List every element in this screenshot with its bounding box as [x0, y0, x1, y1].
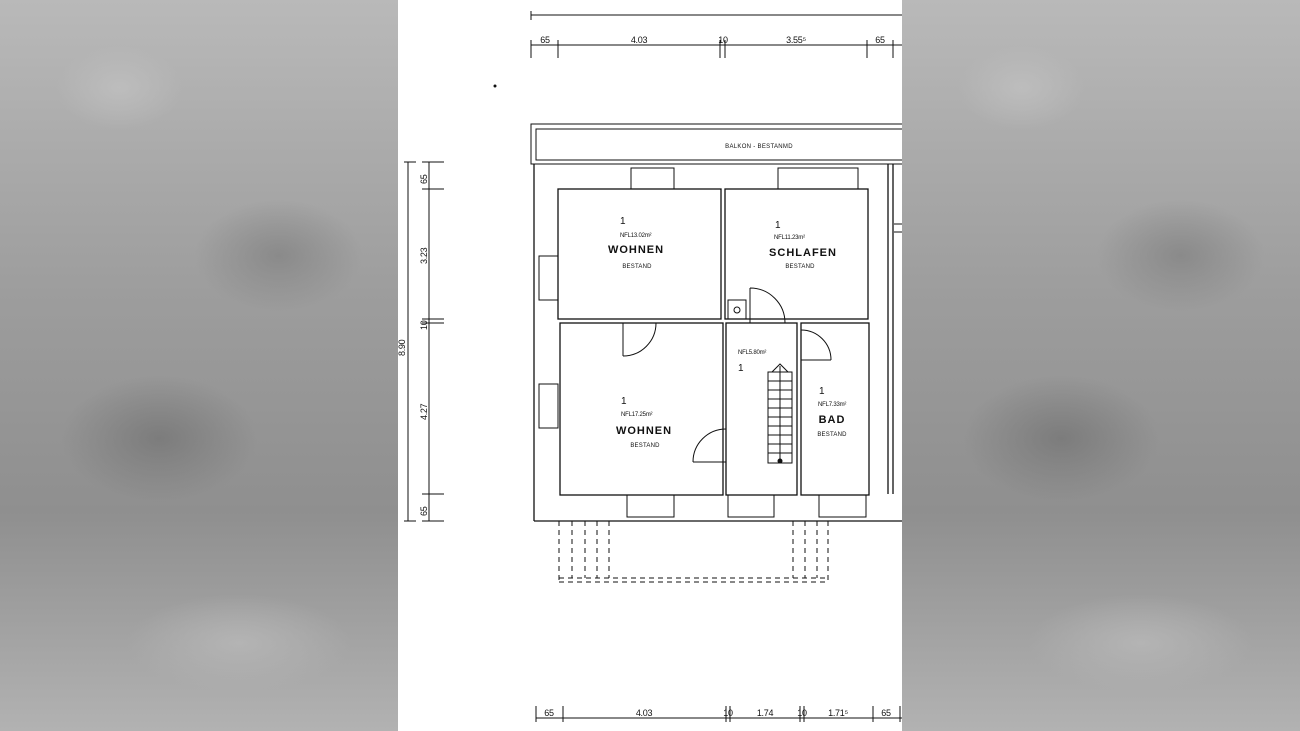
bottom-dimension-chain [535, 706, 902, 722]
room-area: NFL7.33m² [818, 402, 847, 408]
room-name: WOHNEN [615, 425, 673, 437]
overall-height-label: 8.90 [398, 339, 407, 356]
bottom-dim-label: 1.74 [756, 708, 774, 718]
ink-dot [493, 84, 497, 88]
room-area: NFL13.02m² [620, 233, 652, 239]
left-dimension-chain [404, 161, 444, 522]
top-dim-label: 65 [540, 35, 550, 45]
bottom-dim-label: 65 [881, 708, 891, 718]
stairs [767, 363, 793, 464]
outer-walls [533, 164, 902, 522]
floor-plan-sheet: 65 4.03 10 3.55⁵ 65 65 4.03 10 1.74 10 1… [398, 0, 902, 731]
dashed-projection [558, 521, 829, 583]
left-dim-label: 10 [419, 320, 429, 330]
top-dim-label: 4.03 [630, 35, 648, 45]
balcony-label: BALKON - BESTANMD [725, 144, 793, 150]
top-dim-label: 65 [875, 35, 885, 45]
room-status: BESTAND [622, 264, 652, 270]
room-number: 1 [819, 386, 825, 397]
room-walls [557, 188, 870, 496]
left-dim-label: 3.23 [419, 247, 429, 264]
door-swings [622, 287, 832, 463]
room-status: BESTAND [630, 443, 660, 449]
bottom-dim-label: 10 [723, 708, 733, 718]
room-number: 1 [620, 216, 626, 227]
top-dim-label: 10 [718, 35, 728, 45]
room-status: BESTAND [817, 432, 847, 438]
top-dimension-chain [530, 11, 902, 58]
room-status: BESTAND [785, 264, 815, 270]
left-dim-label: 65 [419, 174, 429, 184]
room-area: NFL17.25m² [621, 412, 653, 418]
bottom-dim-label: 10 [797, 708, 807, 718]
room-area: NFL11.23m² [774, 235, 805, 241]
floor-plan-drawing [404, 11, 902, 722]
chimney [727, 299, 747, 320]
room-number: 1 [621, 396, 627, 407]
room-number: 1 [738, 363, 744, 374]
windows [538, 167, 902, 518]
top-dim-label: 3.55⁵ [786, 35, 806, 45]
bottom-dim-label: 1.71⁵ [828, 708, 848, 718]
bottom-dim-label: 65 [544, 708, 554, 718]
blurred-background-right [902, 0, 1300, 731]
left-dim-label: 65 [419, 506, 429, 516]
room-area: NFL5.80m² [738, 350, 767, 356]
room-number: 1 [775, 220, 781, 231]
room-name: WOHNEN [607, 244, 665, 256]
left-dim-label: 4.27 [419, 403, 429, 420]
balcony [530, 123, 902, 165]
room-name: BAD [818, 414, 846, 426]
blurred-background-left [0, 0, 398, 731]
room-name: SCHLAFEN [769, 247, 837, 259]
bottom-dim-label: 4.03 [635, 708, 653, 718]
